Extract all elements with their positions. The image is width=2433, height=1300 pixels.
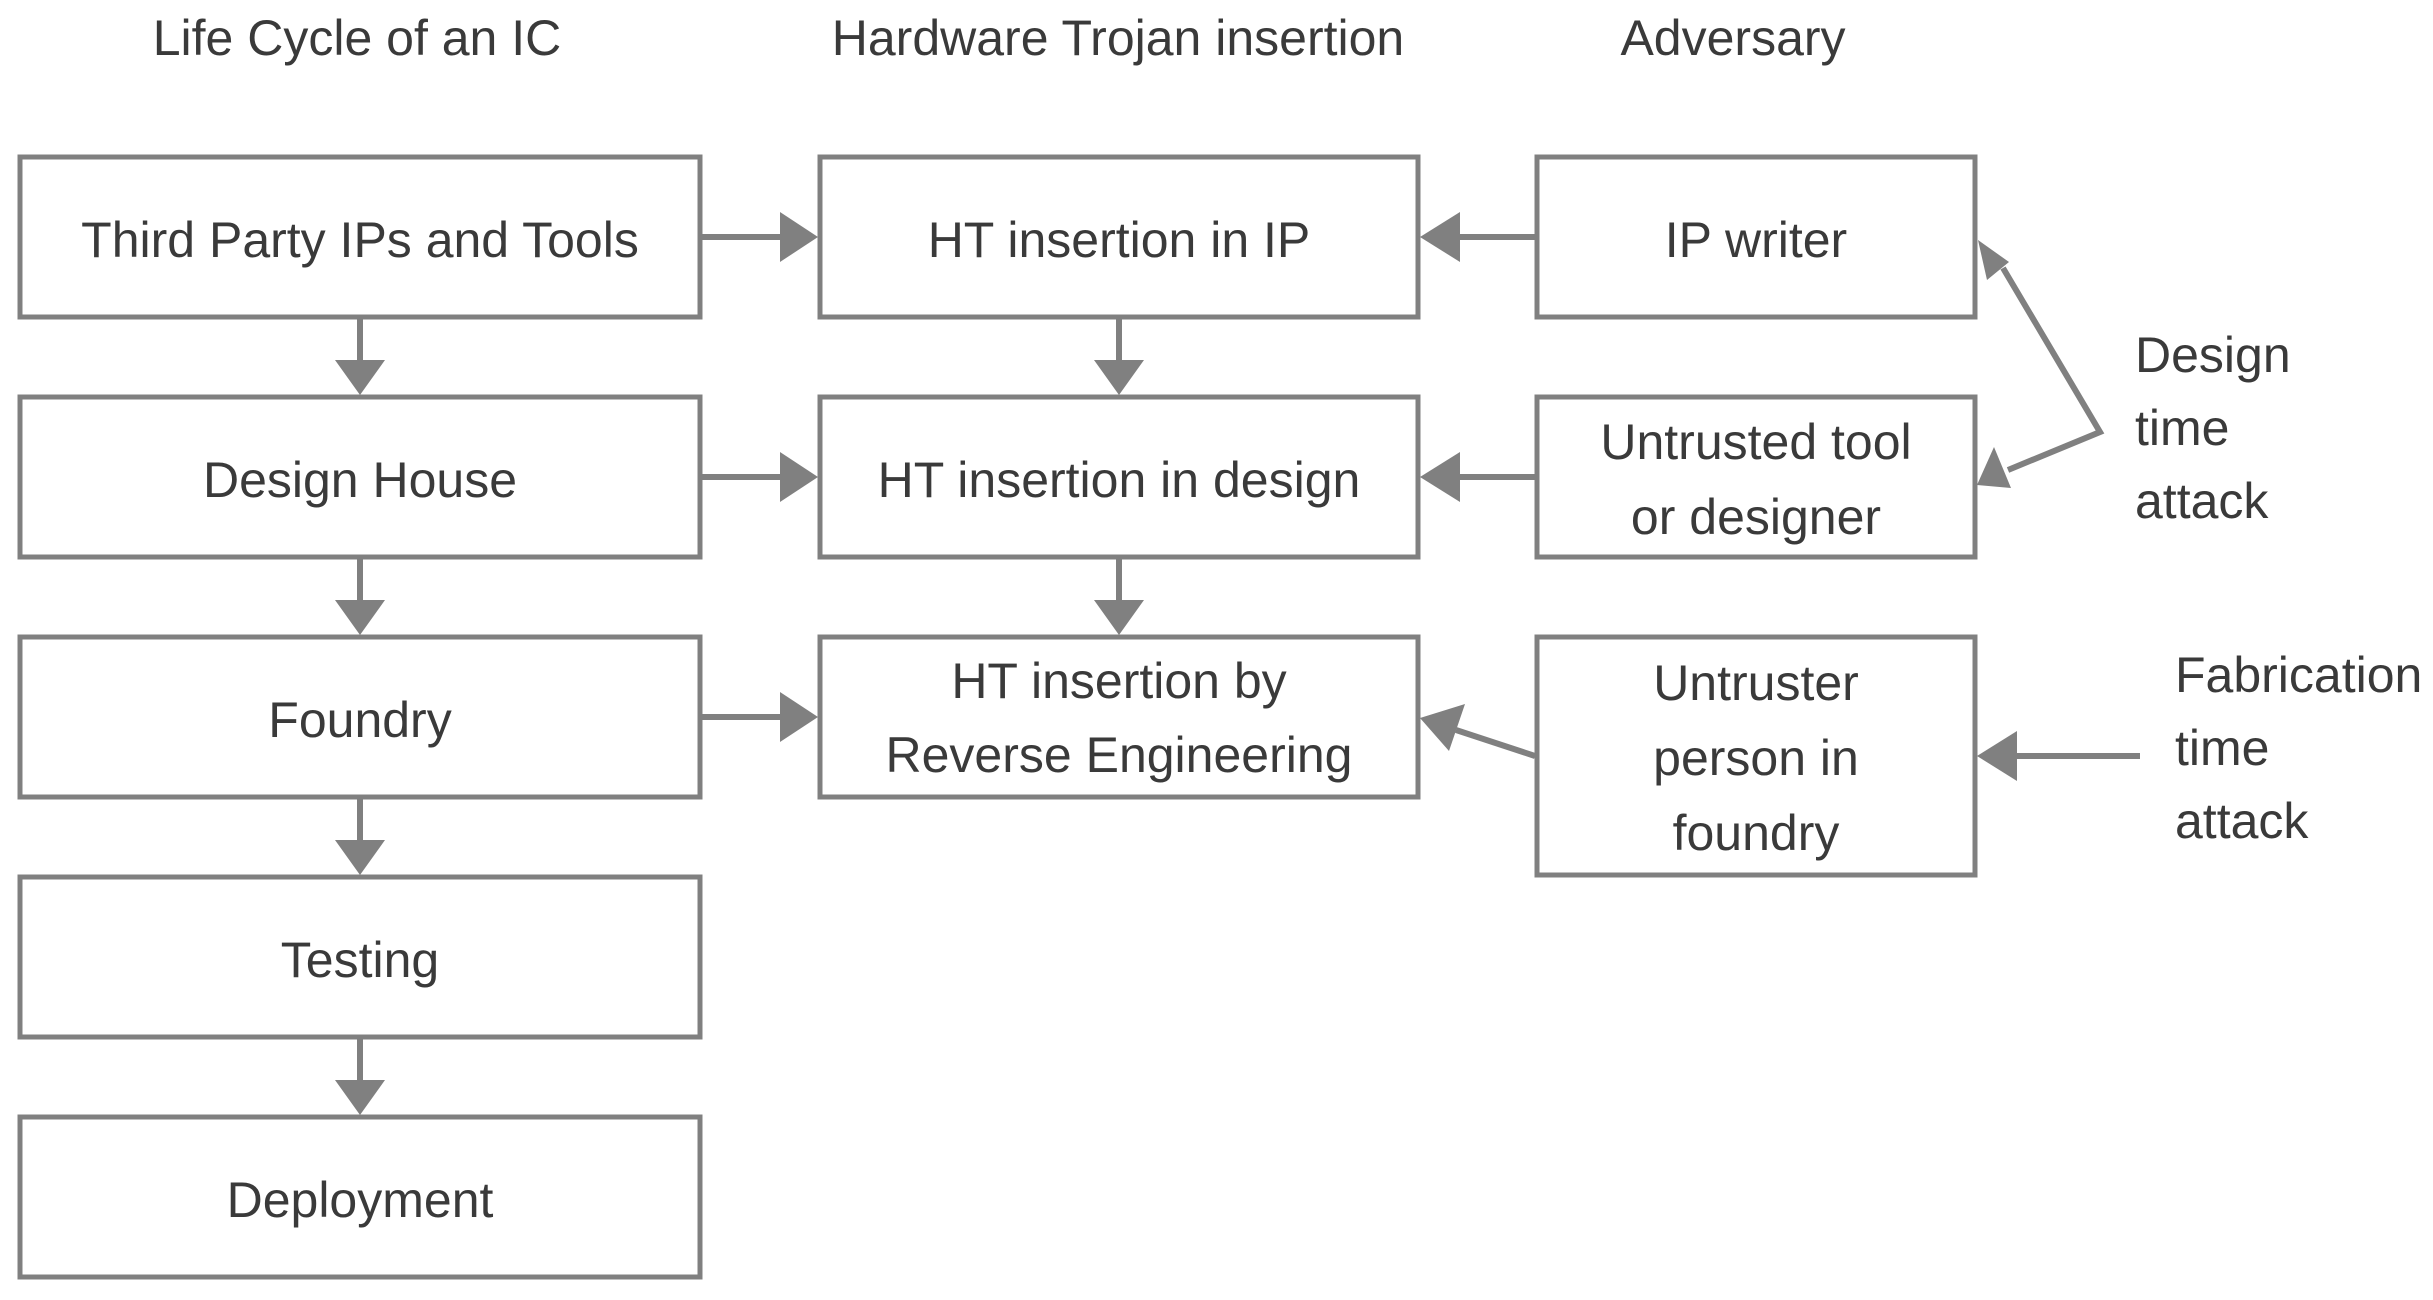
fab-attack-line3: attack [2175, 793, 2309, 849]
arrow-ip-writer-to-ht-ip [1420, 212, 1535, 262]
adversary-box-untrusted-tool: Untrusted tool or designer [1534, 394, 1978, 560]
design-attack-line1: Design [2135, 327, 2291, 383]
third-party-label: Third Party IPs and Tools [81, 212, 639, 268]
arrow-fabrication-time-attack [1977, 731, 2140, 781]
arrow-design-house-to-foundry [335, 559, 385, 635]
lifecycle-column-title: Life Cycle of an IC [153, 10, 562, 66]
fab-attack-line2: time [2175, 720, 2269, 776]
arrow-untrusted-person-to-ht-re [1420, 704, 1536, 759]
design-attack-line3: attack [2135, 473, 2269, 529]
arrow-foundry-to-ht-re [702, 692, 818, 742]
arrow-ht-design-to-ht-re [1094, 559, 1144, 635]
foundry-label: Foundry [268, 692, 451, 748]
untrusted-person-label-line1: Untruster [1653, 655, 1859, 711]
lifecycle-box-testing: Testing [17, 874, 703, 1040]
arrow-testing-to-deployment [335, 1039, 385, 1115]
ht-re-label-line2: Reverse Engineering [886, 727, 1353, 783]
untrusted-tool-label-line1: Untrusted tool [1600, 414, 1911, 470]
fab-attack-line1: Fabrication [2175, 647, 2422, 703]
adversary-box-untrusted-person: Untruster person in foundry [1534, 634, 1978, 878]
lifecycle-box-foundry: Foundry [17, 634, 703, 800]
arrow-foundry-to-testing [335, 799, 385, 875]
design-house-label: Design House [203, 452, 517, 508]
adversary-box-ip-writer: IP writer [1534, 154, 1978, 320]
ip-writer-label: IP writer [1665, 212, 1847, 268]
design-time-attack-label: Design time attack [2135, 327, 2291, 529]
insertion-box-design: HT insertion in design [817, 394, 1421, 560]
insertion-box-ip: HT insertion in IP [817, 154, 1421, 320]
arrow-third-party-to-design-house [335, 319, 385, 395]
deployment-label: Deployment [227, 1172, 494, 1228]
untrusted-tool-label-line2: or designer [1631, 489, 1881, 545]
arrow-design-time-attack [1977, 240, 2105, 488]
lifecycle-box-deployment: Deployment [17, 1114, 703, 1280]
ht-ip-label: HT insertion in IP [928, 212, 1311, 268]
fabrication-time-attack-label: Fabrication time attack [2175, 647, 2422, 849]
untrusted-person-label-line3: foundry [1673, 805, 1840, 861]
lifecycle-box-third-party: Third Party IPs and Tools [17, 154, 703, 320]
arrow-ht-ip-to-ht-design [1094, 319, 1144, 395]
insertion-column-title: Hardware Trojan insertion [832, 10, 1405, 66]
arrow-third-party-to-ht-ip [702, 212, 818, 262]
insertion-box-reverse-engineering: HT insertion by Reverse Engineering [817, 634, 1421, 800]
ht-re-label-line1: HT insertion by [951, 653, 1286, 709]
ht-design-label: HT insertion in design [878, 452, 1361, 508]
adversary-column-title: Adversary [1620, 10, 1845, 66]
lifecycle-box-design-house: Design House [17, 394, 703, 560]
untrusted-person-label-line2: person in [1653, 730, 1859, 786]
arrow-untrusted-tool-to-ht-design [1420, 452, 1535, 502]
testing-label: Testing [281, 932, 439, 988]
arrow-design-house-to-ht-design [702, 452, 818, 502]
design-attack-line2: time [2135, 400, 2229, 456]
